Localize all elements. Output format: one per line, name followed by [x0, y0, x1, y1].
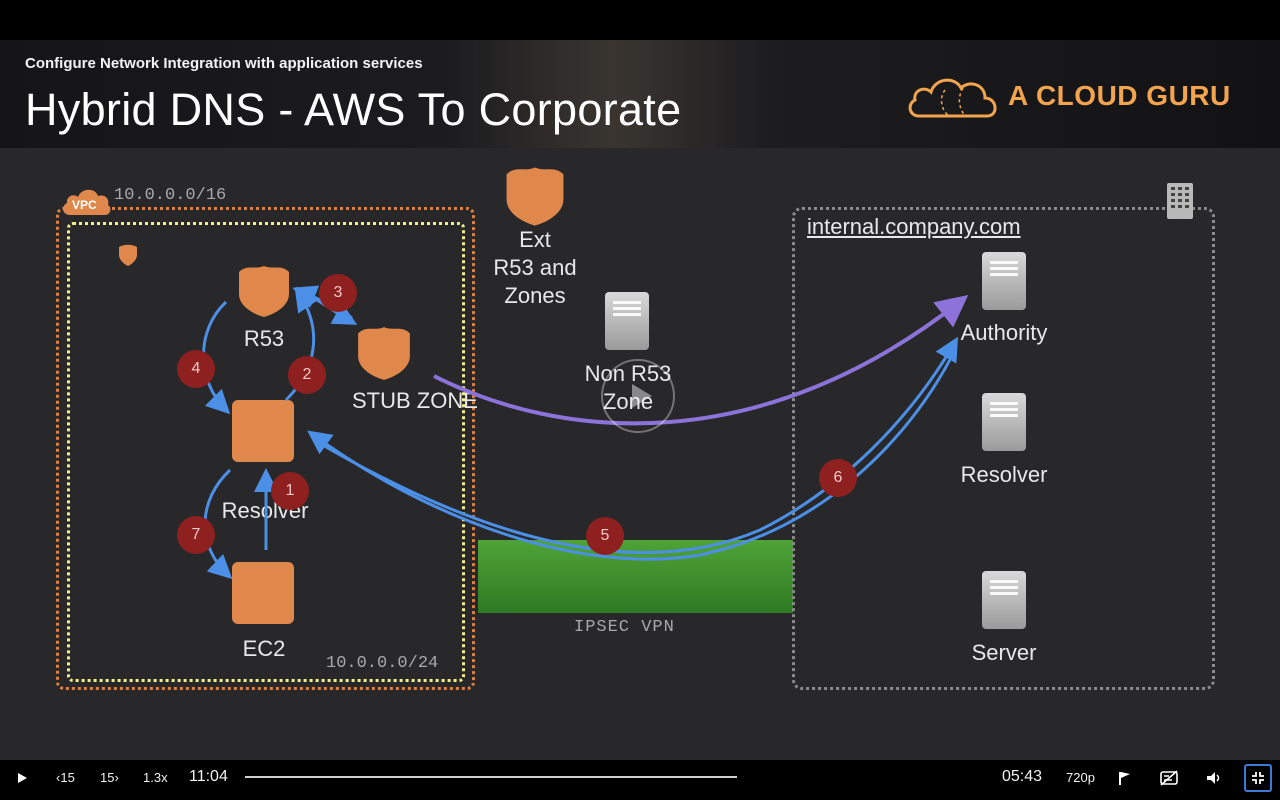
player-controls-bar: [0, 760, 1280, 800]
cloud-logo-icon: [908, 78, 997, 118]
vpc-cloud-icon: [63, 189, 111, 215]
corporate-server-icon: [982, 571, 1026, 629]
rewind-icon: ‹: [56, 770, 61, 785]
external-zones-label: Ext R53 and Zones: [493, 227, 577, 308]
play-icon[interactable]: [14, 770, 30, 786]
quality-button[interactable]: 720p: [1066, 770, 1095, 785]
route53-shield-icon: [239, 266, 289, 317]
step-badge-5: 5: [586, 517, 624, 555]
corporate-resolver-server-icon: [982, 393, 1026, 451]
slide-subtitle: Configure Network Integration with appli…: [25, 55, 423, 72]
forward-icon: ›: [114, 770, 119, 785]
stub-zone-label: STUB ZONE: [352, 388, 478, 413]
exit-fullscreen-icon: [1252, 772, 1264, 784]
skip-back-button[interactable]: ‹15: [56, 770, 75, 785]
step-badge-2: 2: [288, 356, 326, 394]
arrow-resolver-to-authority: [313, 336, 958, 555]
diagram-canvas: [0, 148, 1280, 760]
vpc-boundary: [56, 207, 475, 690]
r53-label: R53: [243, 326, 285, 351]
captions-icon[interactable]: [1160, 770, 1178, 786]
server-label: Server: [971, 640, 1037, 665]
vpc-cidr-label: 10.0.0.0/16: [114, 186, 227, 205]
brand-logo-text: A CLOUD GURU: [1008, 80, 1231, 111]
step-badge-1: 1: [271, 472, 309, 510]
remaining-time: 05:43: [1002, 768, 1043, 785]
volume-icon[interactable]: [1205, 770, 1223, 786]
authority-label: Authority: [960, 320, 1048, 345]
subnet-boundary: [67, 222, 465, 682]
corporate-network-boundary: [792, 207, 1215, 690]
building-icon: [1167, 183, 1193, 219]
step-badge-7: 7: [177, 516, 215, 554]
slide-title: Hybrid DNS - AWS To Corporate: [25, 84, 682, 135]
route53-resolver-box: [232, 400, 294, 462]
current-time: 11:04: [189, 768, 228, 785]
subnet-cidr-label: 10.0.0.0/24: [326, 654, 439, 673]
step-badge-6: 6: [819, 459, 857, 497]
skip-forward-button[interactable]: 15›: [100, 770, 119, 785]
ec2-instance-box: [232, 562, 294, 624]
stub-zone-shield-icon: [358, 327, 410, 380]
vpc-tag: VPC: [72, 198, 97, 212]
external-zone-shield-icon: [506, 167, 564, 226]
step-badge-4: 4: [177, 350, 215, 388]
center-play-overlay-icon[interactable]: [601, 359, 675, 433]
non-r53-server-icon: [605, 292, 649, 350]
playback-speed-button[interactable]: 1.3x: [143, 770, 168, 785]
progress-bar[interactable]: [245, 776, 737, 778]
flag-icon[interactable]: [1117, 770, 1133, 786]
ec2-label: EC2: [242, 636, 286, 661]
slide-header: [0, 40, 1280, 148]
corporate-resolver-label: Resolver: [960, 462, 1048, 487]
vpn-label: IPSEC VPN: [574, 618, 675, 637]
authority-server-icon: [982, 252, 1026, 310]
exit-fullscreen-button[interactable]: [1244, 764, 1272, 792]
step-badge-3: 3: [319, 274, 357, 312]
shield-icon: [119, 244, 137, 266]
letterbox-top: [0, 0, 1280, 40]
arrow-stub-to-authority: [433, 295, 969, 426]
corporate-domain-label: internal.company.com: [807, 214, 1021, 239]
arrow-authority-to-resolver: [307, 349, 957, 561]
